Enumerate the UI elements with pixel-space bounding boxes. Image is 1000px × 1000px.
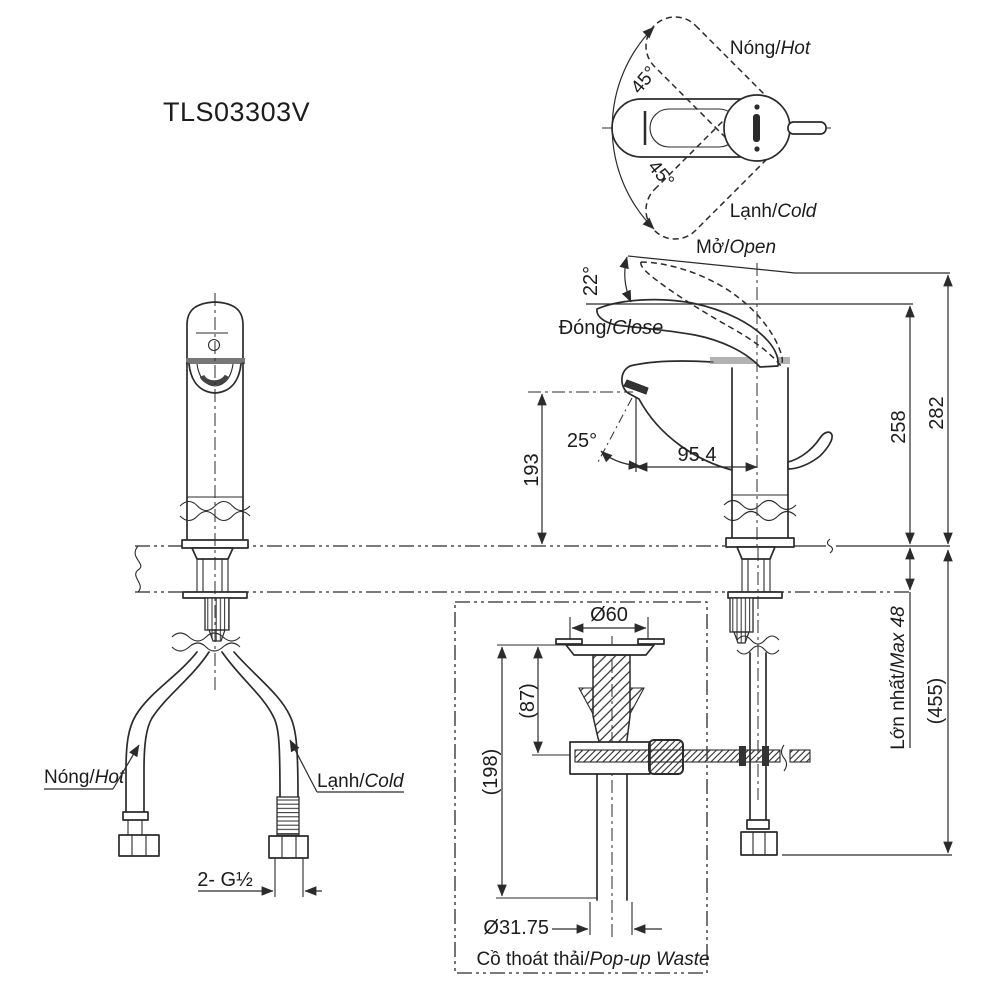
break-wave-1 <box>179 500 251 512</box>
side-view-faucet <box>596 261 833 548</box>
handle-pin <box>207 338 221 352</box>
handle-closed <box>596 298 780 368</box>
close-label: Đóng/Close <box>559 317 664 339</box>
rod-break <box>780 744 788 772</box>
thread-spec-text: 2- G½ <box>197 869 253 891</box>
side-hose-nut <box>740 831 778 856</box>
mounting-nut <box>204 597 230 631</box>
side-shank-taper <box>736 546 776 560</box>
stream-angle-arc <box>600 450 641 470</box>
counter-surface <box>134 538 950 593</box>
hot-hose-inner <box>143 651 210 813</box>
counter-break <box>826 538 834 554</box>
cap-seam-band <box>710 357 790 364</box>
hose-break-2 <box>171 642 241 652</box>
plug-depth-text: (87) <box>517 683 539 719</box>
rod-ball-right <box>762 746 769 766</box>
side-break-wave-2 <box>723 510 797 522</box>
supply-hoses: Nóng/Hot Lạnh/Cold 2- G½ <box>44 651 405 897</box>
hot-hose-nut <box>118 834 160 857</box>
popup-total-text: (198) <box>480 749 502 796</box>
cold-hose-outer <box>233 651 299 798</box>
height-282-text: 282 <box>926 396 948 429</box>
spout-reach-text: 95.4 <box>678 444 717 466</box>
popup-box-border <box>454 601 708 974</box>
top-view-hot-label: Nóng/Hot <box>730 38 811 59</box>
model-number: TLS03303V <box>163 97 310 127</box>
hot-hose-collar <box>122 811 149 821</box>
popup-waste-box: Ø60 (87) (198) Ø31.75 Cồ thoát thải/Pop-… <box>454 601 811 974</box>
spout-profile <box>621 360 733 471</box>
open-label: Mở/Open <box>696 237 776 258</box>
swing-angle-lower: 45° <box>643 157 678 193</box>
front-cold-label: Lạnh/Cold <box>317 771 405 792</box>
spout-stub <box>787 121 827 135</box>
aerator-tip <box>623 379 649 395</box>
swing-angle-upper: 45° <box>627 63 662 99</box>
hot-hose-outer <box>125 651 198 813</box>
cold-hose-thread <box>276 796 300 836</box>
open-angle-text: 22° <box>580 266 602 296</box>
counter-left-break <box>134 545 142 593</box>
top-view-cold-label: Lạnh/Cold <box>730 201 818 222</box>
spout-height-text: 193 <box>521 453 543 486</box>
shank-taper <box>191 547 234 560</box>
popup-flange <box>565 644 655 656</box>
rod-coupling <box>648 739 684 775</box>
cold-hose-nut <box>268 835 309 859</box>
open-angle-arc <box>619 256 632 303</box>
popup-wing-right <box>629 687 645 715</box>
cap-index-bar <box>753 114 760 142</box>
popup-caption: Cồ thoát thải/Pop-up Waste <box>476 949 709 970</box>
side-break-wave-1 <box>723 499 797 511</box>
side-mounting-nut <box>729 597 754 633</box>
spout-mouth-inner <box>196 363 234 387</box>
popup-side-bar-right <box>637 638 665 645</box>
handle-open-dashed <box>640 261 784 368</box>
hot-leader <box>112 744 140 790</box>
hose-break-1 <box>171 632 241 642</box>
swing-arc <box>611 26 655 230</box>
height-258-text: 258 <box>888 410 910 443</box>
cap-dot-bottom <box>754 146 760 152</box>
deck-thickness-text: Lớn nhất/Max 48 <box>888 606 909 750</box>
cap-dot-top <box>754 104 760 110</box>
cold-leader <box>289 739 318 793</box>
rod-ball-left <box>739 746 746 766</box>
top-view-handle-swing: 45° 45° Nóng/Hot Lạnh/Cold <box>602 16 833 240</box>
stream-angle-text: 25° <box>567 430 597 452</box>
popup-side-bar-left <box>555 638 583 645</box>
side-base-flange <box>725 537 795 548</box>
popup-rod-lever <box>787 431 833 470</box>
popup-wing-left <box>578 687 594 715</box>
thread-spec-dimension: 2- G½ <box>197 858 322 897</box>
nut-tip <box>208 629 226 642</box>
cold-hose-inner <box>221 651 281 798</box>
side-view-dimensions: 22° Mở/Open Đóng/Close 25° 95.4 193 258 … <box>521 237 953 856</box>
pipe-dia-text: Ø31.75 <box>483 917 549 939</box>
side-hose-collar <box>746 819 770 830</box>
front-hot-label: Nóng/Hot <box>44 767 125 788</box>
popup-rod-end <box>789 749 811 763</box>
flange-dia-text: Ø60 <box>590 604 628 626</box>
front-view-faucet <box>171 293 251 693</box>
side-washer-plate <box>727 591 783 599</box>
open-level-line <box>627 255 950 274</box>
hose-drop-text: (455) <box>925 678 947 725</box>
aerator-slot <box>199 374 230 386</box>
side-view-under-counter <box>727 546 783 856</box>
side-nut-tip <box>733 631 750 644</box>
